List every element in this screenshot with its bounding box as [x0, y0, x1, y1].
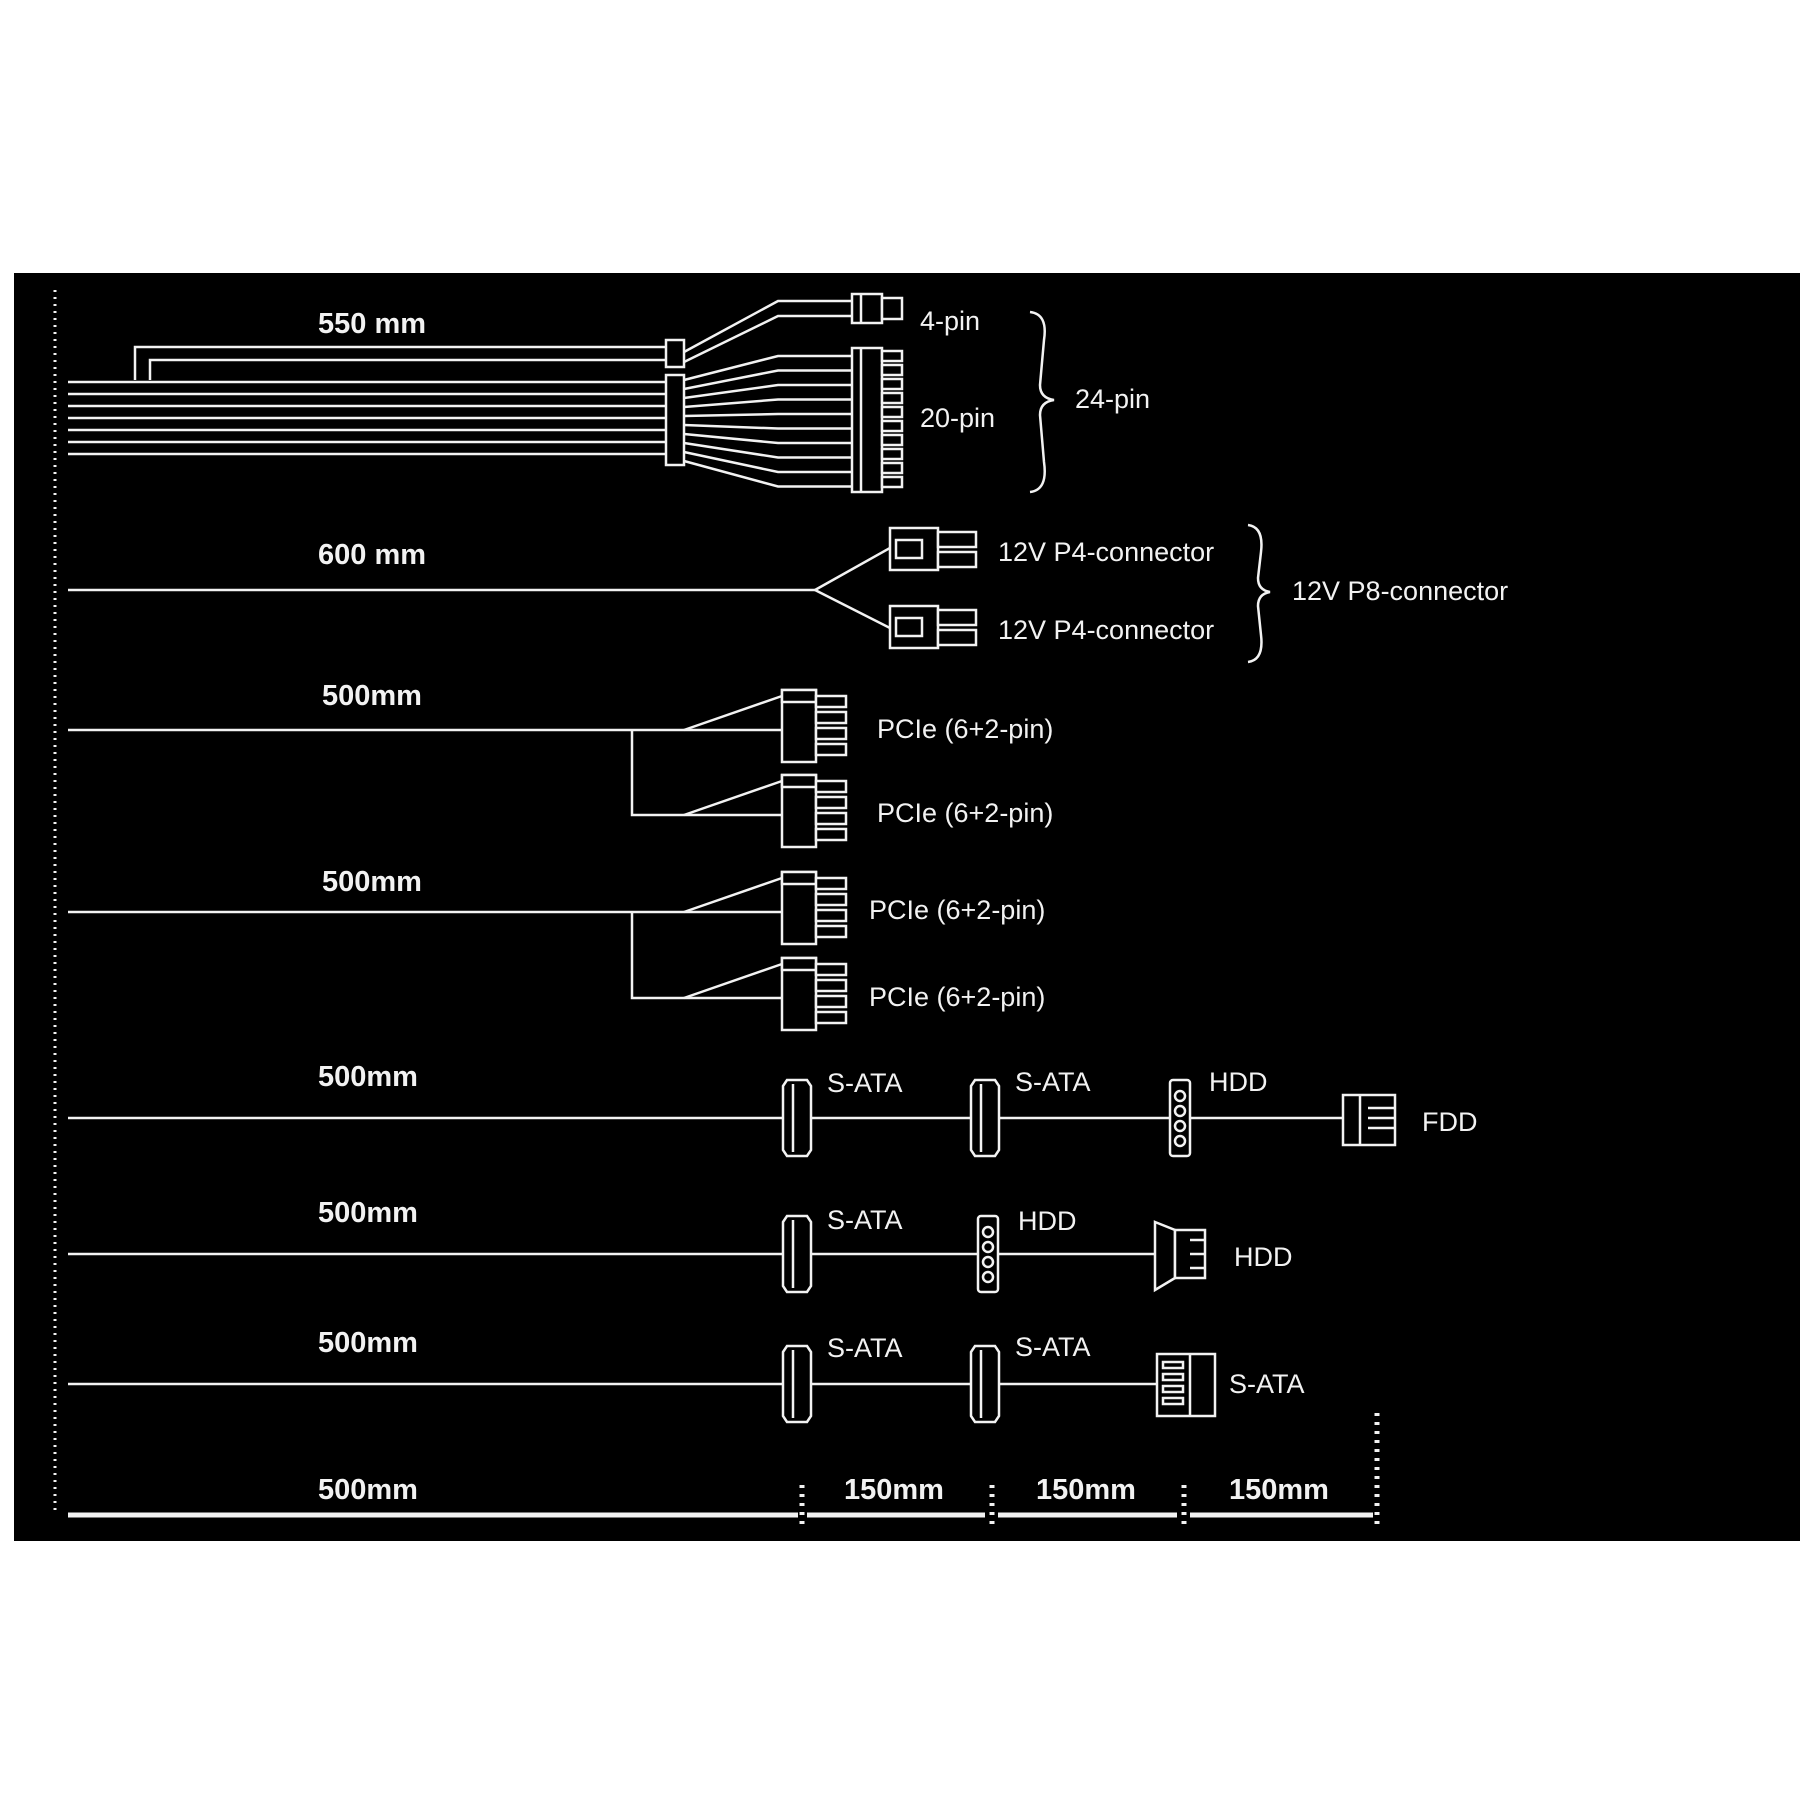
pcie-connector-icon	[780, 773, 848, 849]
pcie-label: PCIe (6+2-pin)	[869, 895, 1045, 925]
hdd-label: HDD	[1018, 1206, 1077, 1236]
molex-plug-icon	[1153, 1220, 1207, 1293]
sata-plug-icon	[1155, 1352, 1217, 1418]
pcie-label: PCIe (6+2-pin)	[877, 798, 1053, 828]
periph2-length-label: 500mm	[318, 1197, 418, 1229]
peripheral-cable-2: 500mm S-ATA HDD HDD	[68, 1197, 1293, 1294]
24-pin-brace-icon	[1029, 310, 1055, 494]
p8-connector-label: 12V P8-connector	[1292, 576, 1508, 606]
cpu-cable: 600 mm 12V P4-connector 12V P4-connector…	[68, 523, 1508, 664]
scale-segment-label: 150mm	[1036, 1474, 1136, 1506]
sata-label: S-ATA	[827, 1333, 903, 1363]
sata-label: S-ATA	[827, 1068, 903, 1098]
sata-connector-icon	[969, 1344, 1001, 1424]
sata-label: S-ATA	[827, 1205, 903, 1235]
sata-connector-icon	[781, 1344, 813, 1424]
pcie-connector-icon	[780, 870, 848, 946]
24-pin-label: 24-pin	[1075, 384, 1150, 414]
p4-connector-icon	[888, 604, 978, 650]
20-pin-label: 20-pin	[920, 403, 995, 433]
pcie1-length-label: 500mm	[322, 680, 422, 712]
pcie-connector-icon	[780, 688, 848, 764]
20-pin-connector-icon	[850, 346, 904, 494]
pcie2-length-label: 500mm	[322, 866, 422, 898]
4-pin-connector-icon	[850, 292, 904, 325]
fdd-connector-icon	[1341, 1093, 1397, 1147]
4-pin-label: 4-pin	[920, 306, 980, 336]
molex-connector-icon	[976, 1214, 1000, 1294]
atx-length-label: 550 mm	[318, 308, 426, 340]
periph1-length-label: 500mm	[318, 1061, 418, 1093]
p4-connector-label: 12V P4-connector	[998, 537, 1214, 567]
p4-connector-label: 12V P4-connector	[998, 615, 1214, 645]
peripheral-cable-1: 500mm S-ATA S-ATA HDD FDD	[68, 1061, 1478, 1158]
hdd-label: HDD	[1234, 1242, 1293, 1272]
p8-brace-icon	[1247, 523, 1271, 664]
scale-segment-label: 150mm	[844, 1474, 944, 1506]
sata-connector-icon	[781, 1078, 813, 1158]
fdd-label: FDD	[1422, 1107, 1478, 1137]
atx-bundle-clamp	[664, 373, 686, 467]
pcie-cable-1	[68, 688, 848, 849]
pcie-label: PCIe (6+2-pin)	[869, 982, 1045, 1012]
p4-connector-icon	[888, 526, 978, 572]
cable-diagram-panel	[14, 273, 1800, 1541]
pcie-connector-icon	[780, 956, 848, 1032]
periph3-length-label: 500mm	[318, 1327, 418, 1359]
scale-segment-label: 150mm	[1229, 1474, 1329, 1506]
cpu-length-label: 600 mm	[318, 539, 426, 571]
sata-label: S-ATA	[1015, 1332, 1091, 1362]
sata-connector-icon	[781, 1214, 813, 1294]
peripheral-cable-3: 500mm S-ATA S-ATA S-ATA	[68, 1327, 1305, 1424]
sata-label: S-ATA	[1015, 1067, 1091, 1097]
atx-cable: 550 mm 4-pin 20-pin 24-pin	[68, 292, 1150, 494]
pcie-label: PCIe (6+2-pin)	[877, 714, 1053, 744]
hdd-label: HDD	[1209, 1067, 1268, 1097]
sata-label: S-ATA	[1229, 1369, 1305, 1399]
sata-connector-icon	[969, 1078, 1001, 1158]
scale-base-label: 500mm	[318, 1474, 418, 1506]
molex-connector-icon	[1168, 1078, 1192, 1158]
length-scale: 500mm 150mm 150mm 150mm	[68, 1413, 1380, 1525]
pcie-cable-2	[68, 870, 848, 1032]
atx-split-clamp	[664, 338, 686, 369]
